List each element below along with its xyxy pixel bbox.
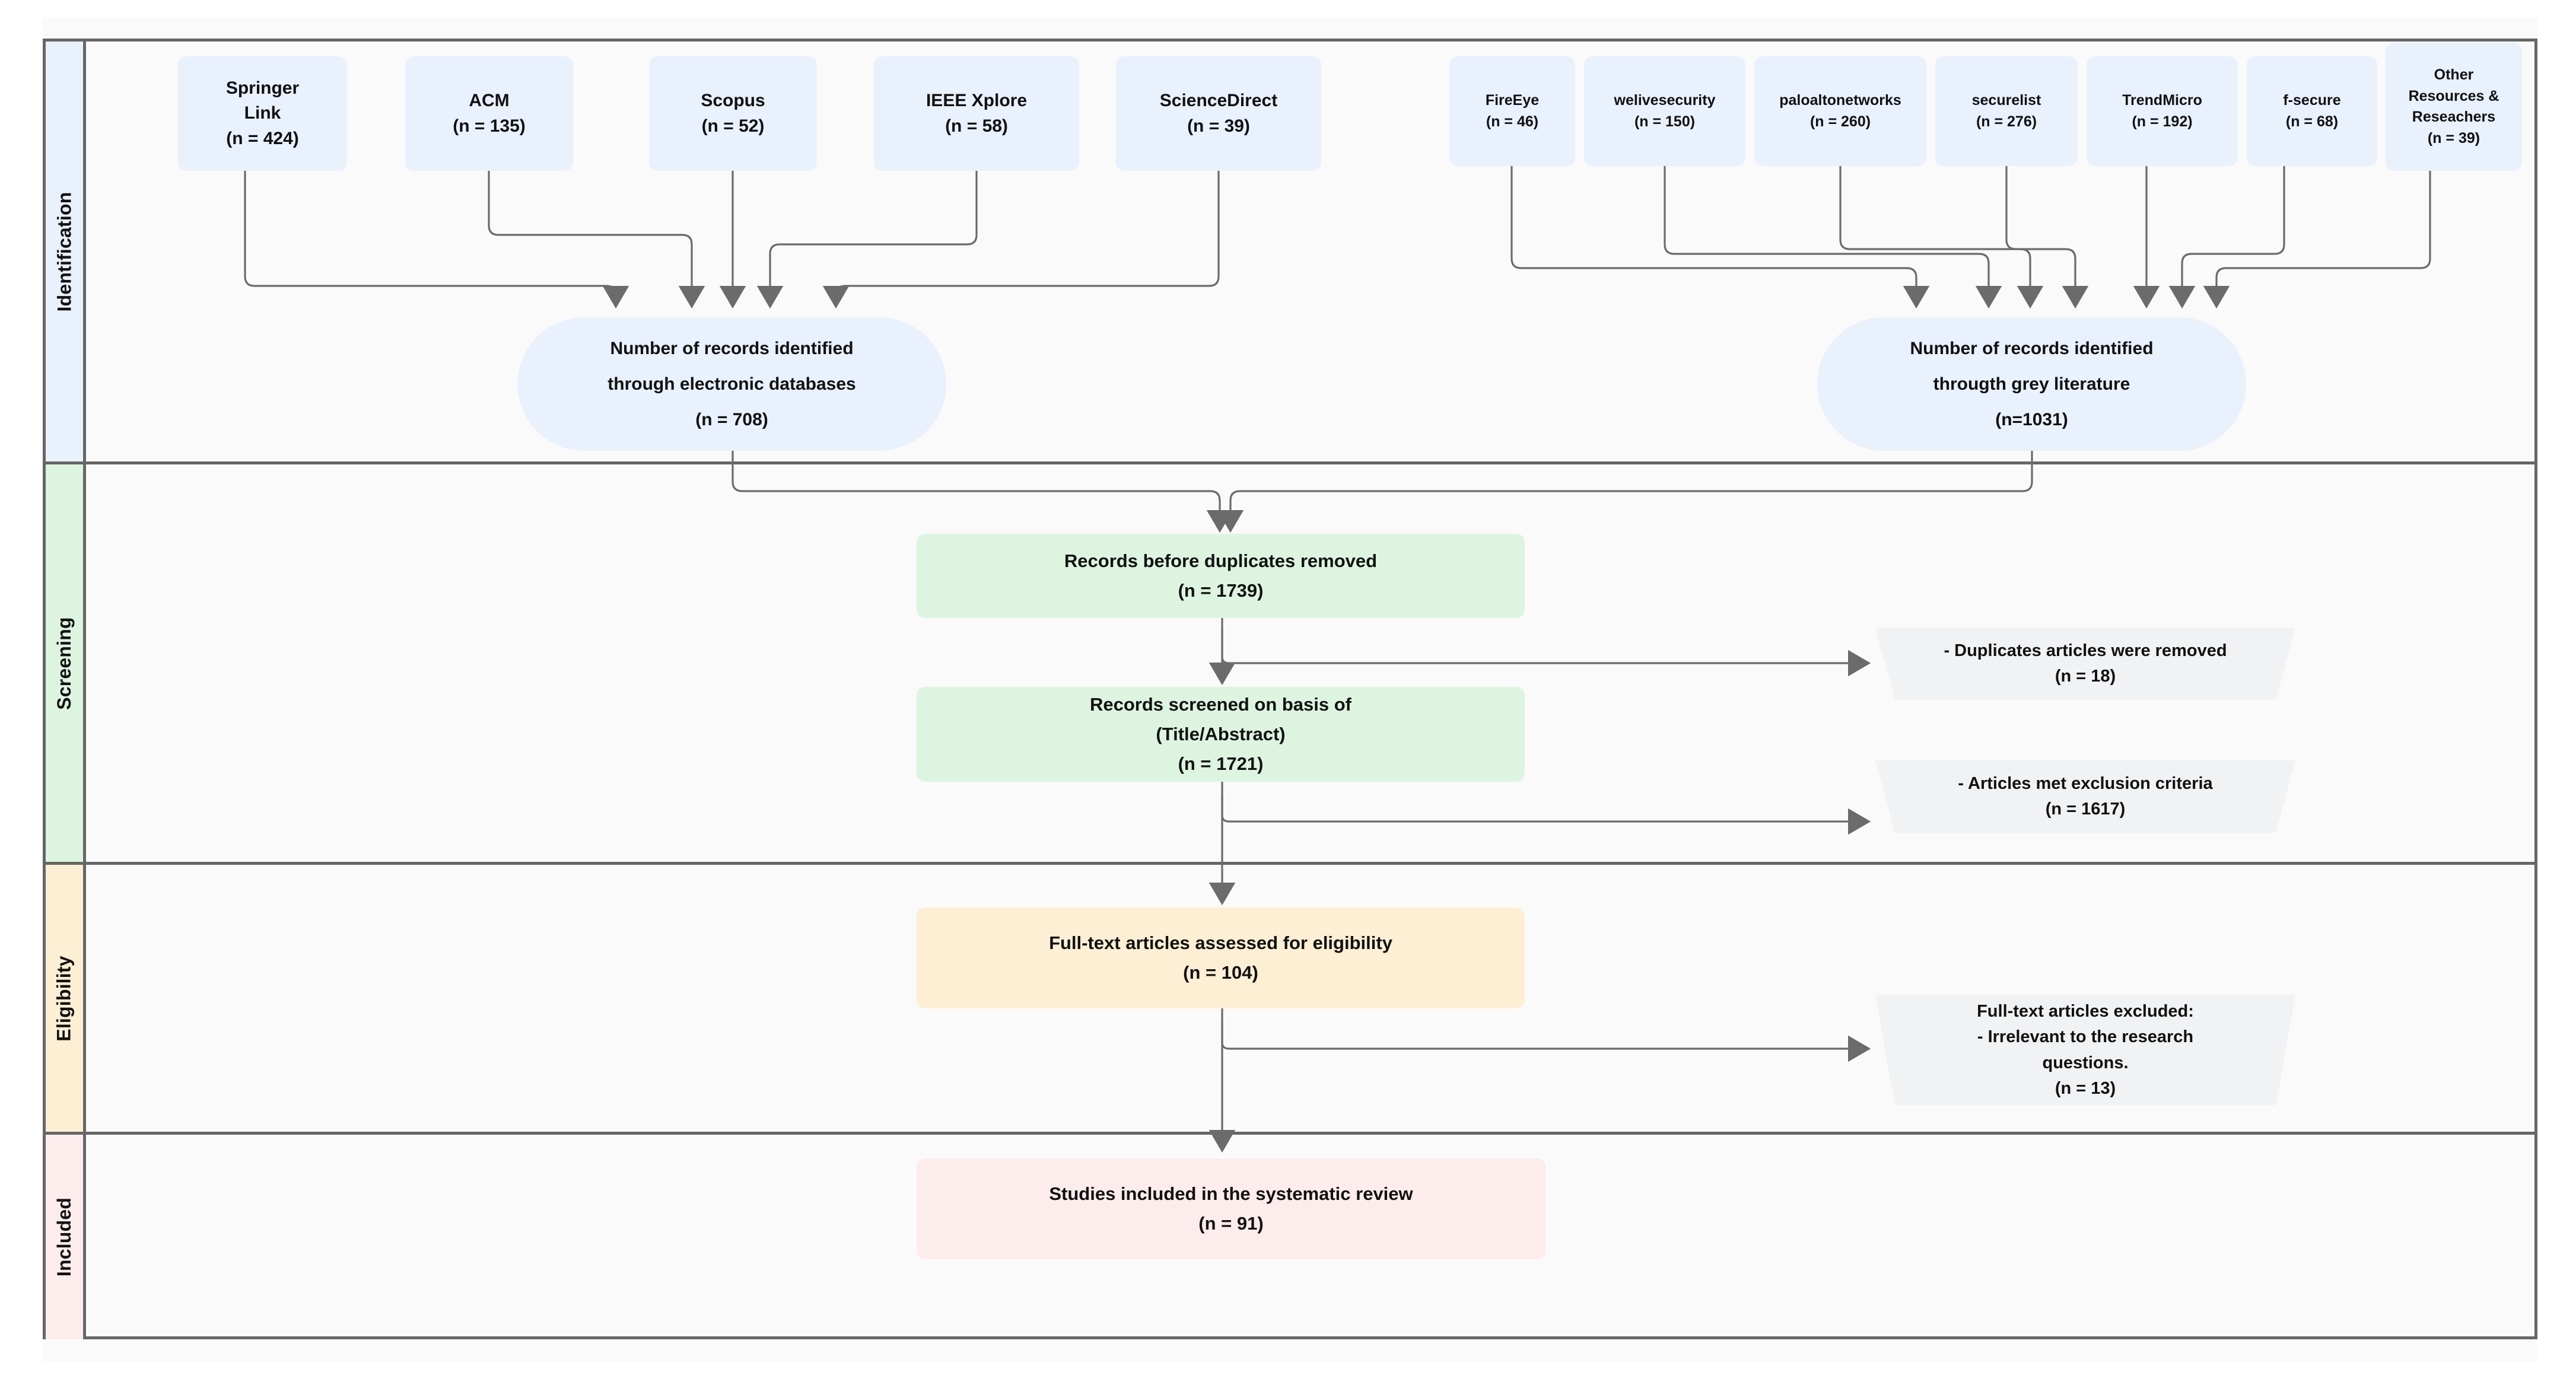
source-count: (n = 424) — [226, 128, 299, 148]
source-count: (n = 150) — [1634, 113, 1696, 130]
stage-row-included: Included — [46, 1135, 2534, 1339]
source-name-line1: f-secure — [2283, 92, 2341, 109]
stage-label-screening-text: Screening — [53, 616, 75, 710]
node-duplicates-removed[interactable]: - Duplicates articles were removed (n = … — [1875, 628, 2296, 700]
stage-label-eligibility: Eligibility — [46, 865, 86, 1132]
stage-label-identification: Identification — [46, 42, 86, 461]
node-count: (n = 1739) — [1178, 580, 1264, 601]
source-name-line1: Other — [2434, 66, 2474, 83]
node-line2: - Irrelevant to the research — [1977, 1027, 2194, 1046]
source-count: (n = 52) — [701, 116, 765, 136]
source-count: (n = 276) — [1976, 113, 2037, 130]
node-records-identified-databases[interactable]: Number of records identified through ele… — [517, 317, 946, 451]
source-box-other-resources[interactable]: Other Resources & Reseachers (n = 39) — [2386, 43, 2522, 171]
source-name-line1: Scopus — [701, 90, 765, 110]
source-count: (n = 39) — [1187, 116, 1250, 136]
source-count: (n = 39) — [2427, 129, 2480, 147]
node-line1: Number of records identified — [1910, 338, 2154, 358]
source-count: (n = 135) — [453, 116, 526, 136]
source-name-line1: TrendMicro — [2122, 92, 2202, 109]
source-box-springer-link[interactable]: Springer Link (n = 424) — [178, 56, 347, 171]
node-full-text-excluded[interactable]: Full-text articles excluded: - Irrelevan… — [1875, 995, 2296, 1105]
stage-label-identification-text: Identification — [53, 192, 75, 311]
stage-label-screening: Screening — [46, 464, 86, 862]
node-records-identified-grey-literature[interactable]: Number of records identified througth gr… — [1817, 317, 2246, 451]
source-count: (n = 260) — [1809, 113, 1871, 130]
stage-row-eligibility: Eligibility — [46, 865, 2534, 1135]
source-name-line2: Resources & — [2408, 87, 2499, 104]
source-count: (n = 192) — [2132, 113, 2193, 130]
source-name-line1: Springer — [225, 78, 300, 98]
source-box-securelist[interactable]: securelist (n = 276) — [1935, 56, 2078, 166]
stage-label-eligibility-text: Eligibility — [53, 955, 75, 1042]
node-records-before-duplicates-removed[interactable]: Records before duplicates removed (n = 1… — [917, 534, 1525, 618]
source-box-sciencedirect[interactable]: ScienceDirect (n = 39) — [1116, 56, 1321, 171]
node-line1: Records before duplicates removed — [1064, 550, 1378, 571]
source-box-acm[interactable]: ACM (n = 135) — [405, 56, 573, 171]
source-box-ieee-xplore[interactable]: IEEE Xplore (n = 58) — [874, 56, 1079, 171]
source-name-line1: ScienceDirect — [1159, 90, 1278, 110]
node-count: (n=1031) — [1995, 409, 2068, 429]
node-articles-met-exclusion-criteria[interactable]: - Articles met exclusion criteria (n = 1… — [1875, 760, 2296, 833]
source-name-line1: FireEye — [1485, 92, 1540, 109]
node-full-text-assessed[interactable]: Full-text articles assessed for eligibil… — [917, 908, 1525, 1008]
source-box-trendmicro[interactable]: TrendMicro (n = 192) — [2087, 56, 2238, 166]
stage-row-screening: Screening — [46, 464, 2534, 865]
node-line1: Full-text articles assessed for eligibil… — [1049, 932, 1392, 953]
node-line2: (Title/Abstract) — [1156, 723, 1286, 744]
node-line1: Number of records identified — [610, 338, 854, 358]
source-name-line1: paloaltonetworks — [1779, 92, 1901, 109]
node-line1: - Articles met exclusion criteria — [1958, 773, 2213, 793]
stage-label-included: Included — [46, 1135, 86, 1339]
node-count: (n = 13) — [2055, 1079, 2116, 1098]
source-box-welivesecurity[interactable]: welivesecurity (n = 150) — [1584, 56, 1745, 166]
node-line1: Full-text articles excluded: — [1977, 1001, 2194, 1021]
node-line1: Studies included in the systematic revie… — [1049, 1183, 1413, 1204]
node-count: (n = 104) — [1183, 962, 1258, 983]
source-box-scopus[interactable]: Scopus (n = 52) — [649, 56, 817, 171]
source-box-fireeye[interactable]: FireEye (n = 46) — [1449, 56, 1575, 166]
stage-label-included-text: Included — [53, 1197, 75, 1277]
node-count: (n = 1721) — [1178, 753, 1264, 775]
node-records-screened[interactable]: Records screened on basis of (Title/Abst… — [917, 687, 1525, 782]
source-name-line1: securelist — [1971, 92, 2041, 109]
node-line1: Records screened on basis of — [1089, 693, 1352, 715]
source-name-line2: Link — [244, 103, 281, 123]
node-line2: througth grey literature — [1933, 374, 2130, 394]
node-studies-included[interactable]: Studies included in the systematic revie… — [917, 1158, 1545, 1259]
node-line1: - Duplicates articles were removed — [1944, 641, 2227, 660]
node-count: (n = 1617) — [2045, 800, 2126, 819]
source-count: (n = 46) — [1486, 113, 1539, 130]
source-name-line1: IEEE Xplore — [926, 90, 1028, 110]
node-count: (n = 91) — [1198, 1213, 1264, 1234]
node-line3: questions. — [2042, 1053, 2129, 1072]
source-box-f-secure[interactable]: f-secure (n = 68) — [2247, 56, 2377, 166]
source-name-line1: ACM — [469, 90, 510, 110]
node-count: (n = 708) — [695, 409, 768, 429]
source-name-line3: Reseachers — [2412, 109, 2496, 125]
source-count: (n = 58) — [945, 116, 1008, 136]
source-count: (n = 68) — [2285, 113, 2339, 130]
node-count: (n = 18) — [2055, 667, 2116, 686]
node-line2: through electronic databases — [608, 374, 856, 394]
source-name-line1: welivesecurity — [1614, 92, 1716, 109]
source-box-paloaltonetworks[interactable]: paloaltonetworks (n = 260) — [1754, 56, 1926, 166]
